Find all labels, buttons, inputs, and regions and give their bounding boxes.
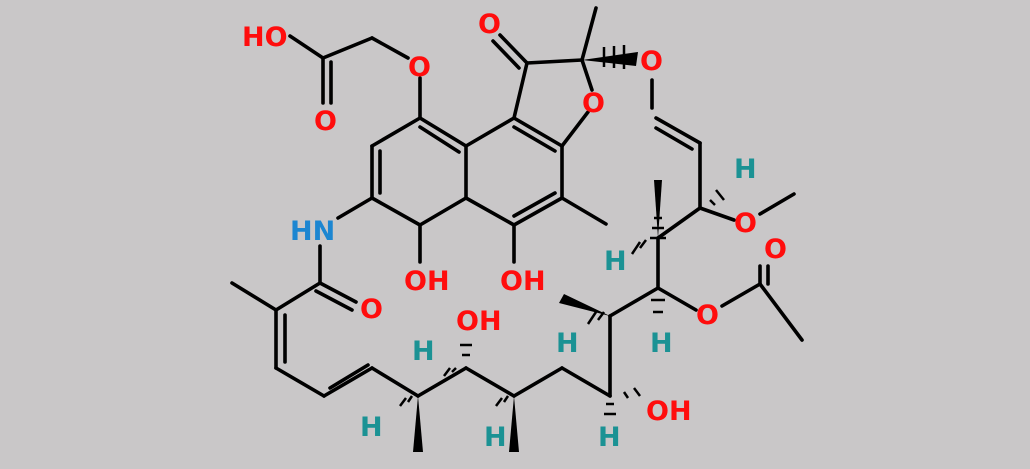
bond-vinyl	[654, 116, 702, 145]
bond-ring-a6	[418, 116, 468, 148]
bond-acid-oh	[288, 34, 325, 60]
bond-quat-methyl	[580, 6, 598, 62]
bond-ring-a3	[370, 196, 422, 227]
label-o-ether: O	[408, 52, 431, 83]
label-h-ch-methyl-low: H	[360, 412, 383, 443]
label-h-c-oh-low: H	[598, 422, 621, 453]
label-o-lactone-carbonyl: O	[478, 9, 501, 40]
label-o-amide: O	[360, 294, 383, 325]
wedge-chain-methyl-3	[559, 294, 610, 316]
bond-acetate-1	[656, 286, 698, 312]
bond-ring-a1	[370, 116, 422, 148]
bond-amide-c2	[274, 281, 322, 312]
bonds	[230, 6, 804, 452]
bond-chain-3	[464, 366, 516, 398]
bond-acetate-2	[720, 282, 762, 308]
bond-c2-methyl	[230, 281, 278, 312]
wedge-chain-methyl-2	[509, 396, 519, 452]
bond-chain-4	[512, 366, 564, 398]
bond-chain-5	[560, 366, 612, 398]
bond-lactone-co	[498, 33, 529, 65]
bond-lactone-co-double	[491, 39, 521, 70]
label-o-methoxy: O	[734, 208, 757, 239]
bond-furan-1	[512, 61, 529, 120]
label-o-furan-ring: O	[582, 88, 605, 119]
label-o-acid-carbonyl: O	[314, 106, 337, 137]
label-o-vinyl-ether: O	[640, 46, 663, 77]
bond-ring-b2-double	[512, 125, 557, 153]
label-h-ch-methyl-2: H	[556, 328, 579, 359]
wedge-chain-methyl-1	[413, 396, 423, 452]
bond-diene-3	[322, 366, 374, 398]
hashed-bonds	[399, 45, 725, 416]
label-o-acetate-carbonyl: O	[764, 234, 787, 265]
label-h-ch-methyl-mid: H	[484, 422, 507, 453]
bond-furan-4	[560, 110, 590, 148]
bond-diene-2	[274, 366, 326, 398]
bond-acid-ch2	[321, 36, 374, 60]
label-oh-phenol-1: OH	[404, 266, 450, 297]
label-ho-acid: HO	[242, 22, 288, 53]
bond-aryl-methyl	[560, 196, 608, 226]
label-o-acetate: O	[696, 300, 719, 331]
atom-labels: HO O O O O O H O HN O OH OH H O O OH H H…	[242, 9, 787, 453]
label-oh-phenol-2: OH	[500, 266, 546, 297]
bond-ch2-o	[370, 36, 410, 60]
bond-diene-3-double	[328, 363, 370, 390]
bond-furan-3	[580, 58, 594, 92]
bond-methoxy-2	[758, 192, 796, 216]
bond-ring-b4	[512, 196, 564, 227]
bond-amide-co	[318, 281, 358, 304]
bond-chain-7	[608, 286, 660, 318]
label-h-ch-methyl: H	[604, 246, 627, 277]
bond-chain-9	[656, 206, 702, 240]
bond-ring-b1	[464, 116, 516, 148]
bond-furan-2	[525, 58, 584, 65]
bond-amide-co-double	[314, 289, 354, 312]
label-nh-amide: HN	[290, 216, 335, 247]
bond-vinyl-double	[654, 126, 694, 151]
bond-ring-a4	[418, 196, 468, 227]
bond-ring-a6-double	[418, 125, 461, 154]
wedge-quat-o	[582, 52, 638, 66]
bond-aryl-nh	[336, 196, 374, 220]
bond-chain-2	[416, 366, 468, 398]
wedge-chain-methyl-4	[654, 180, 662, 238]
label-oh-chain-low: OH	[646, 396, 692, 427]
label-h-c-acetate: H	[650, 328, 673, 359]
bond-ring-b5	[464, 196, 516, 227]
bond-chain-1	[370, 366, 420, 398]
label-h-c-methoxy: H	[734, 154, 757, 185]
bond-acetate-methyl	[758, 282, 804, 342]
label-h-c-oh-top: H	[412, 336, 435, 367]
bond-ring-b2	[512, 116, 564, 148]
bond-ring-b4-double	[512, 191, 557, 218]
label-oh-chain-top: OH	[456, 306, 502, 337]
bond-methoxy-1	[698, 206, 736, 222]
